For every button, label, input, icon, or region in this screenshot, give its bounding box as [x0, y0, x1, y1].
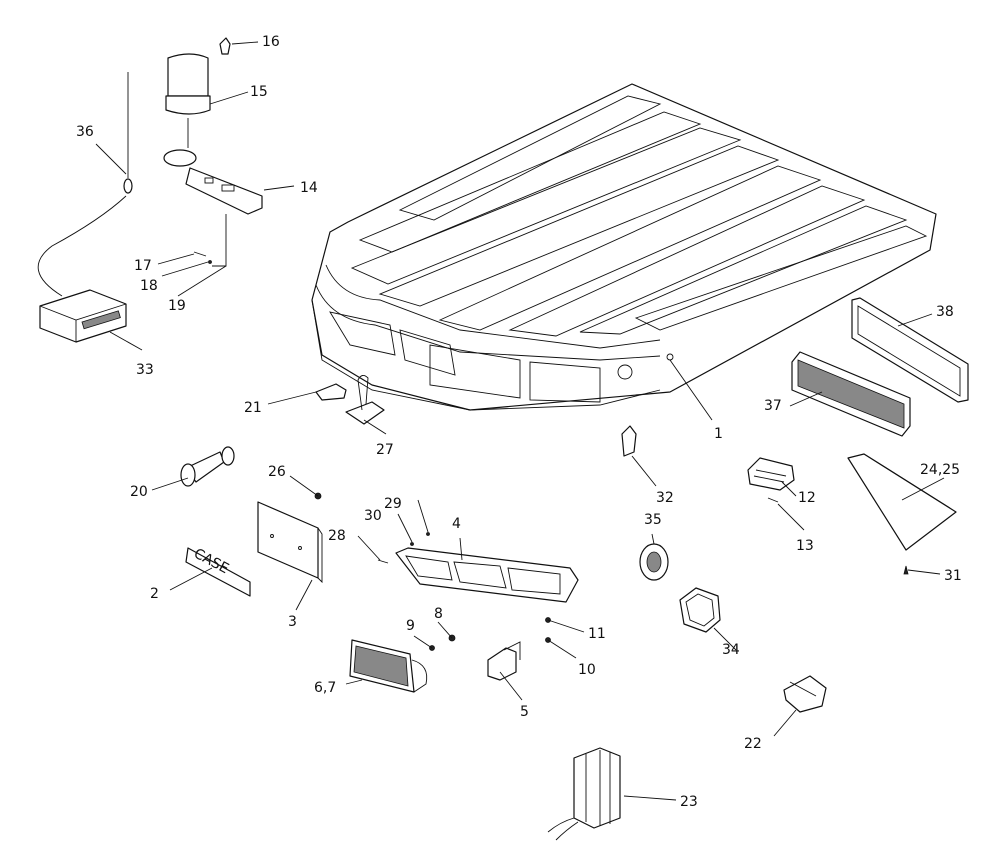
callout-8: 8: [434, 606, 443, 622]
part-beacon-light: [165, 53, 211, 148]
callout-33: 33: [136, 362, 154, 378]
callout-36: 36: [76, 124, 94, 140]
callout-5: 5: [520, 704, 529, 720]
callout-29: 29: [384, 496, 402, 512]
callout-30: 30: [364, 508, 382, 524]
part-buzzer: [783, 675, 827, 713]
callout-67: 6,7: [314, 680, 336, 696]
callout-17: 17: [134, 258, 152, 274]
part-bulb: [219, 37, 231, 55]
callout-32: 32: [656, 490, 674, 506]
callout-27: 27: [376, 442, 394, 458]
callout-2425: 24,25: [920, 462, 960, 478]
callout-23: 23: [680, 794, 698, 810]
callout-26: 26: [268, 464, 286, 480]
callout-14: 14: [300, 180, 318, 196]
callout-1: 1: [714, 426, 723, 442]
callout-13: 13: [796, 538, 814, 554]
part-roof: [311, 83, 937, 411]
part-work-lamp: [349, 639, 428, 693]
part-speaker-grille: [679, 587, 721, 633]
part-antenna-base: [345, 375, 385, 425]
part-marker-lamp: [747, 457, 795, 491]
callout-28: 28: [328, 528, 346, 544]
part-radio: [37, 195, 127, 343]
part-horn: [180, 446, 235, 487]
callout-19: 19: [168, 298, 186, 314]
callout-2: 2: [150, 586, 159, 602]
callout-20: 20: [130, 484, 148, 500]
callout-37: 37: [764, 398, 782, 414]
callout-12: 12: [798, 490, 816, 506]
part-sunshade: [847, 453, 957, 551]
part-heatsink-module: [547, 747, 621, 841]
part-beacon-bracket: [163, 149, 263, 267]
leader-lines: [95, 41, 945, 801]
callout-4: 4: [452, 516, 461, 532]
part-antenna: [123, 72, 133, 194]
callout-3: 3: [288, 614, 297, 630]
callout-10: 10: [578, 662, 596, 678]
callout-9: 9: [406, 618, 415, 634]
callout-31: 31: [944, 568, 962, 584]
part-badge: CASE: [185, 546, 251, 597]
callout-16: 16: [262, 34, 280, 50]
callout-15: 15: [250, 84, 268, 100]
callout-22: 22: [744, 736, 762, 752]
callout-34: 34: [722, 642, 740, 658]
part-air-filter: [791, 351, 911, 437]
callout-38: 38: [936, 304, 954, 320]
callout-21: 21: [244, 400, 262, 416]
part-speaker: [639, 543, 669, 581]
callout-labels: 1 2 3 4 5 6,7 8 9 10 11 12 13 14 15 16 1…: [76, 34, 962, 810]
part-mounting-panel: [257, 501, 323, 584]
part-switch: [621, 425, 637, 457]
callout-11: 11: [588, 626, 606, 642]
part-filter-cover: [851, 297, 969, 403]
callout-35: 35: [644, 512, 662, 528]
part-clip: [315, 383, 347, 401]
callout-18: 18: [140, 278, 158, 294]
part-grille-frame: [395, 547, 579, 603]
part-bracket: [487, 641, 521, 681]
